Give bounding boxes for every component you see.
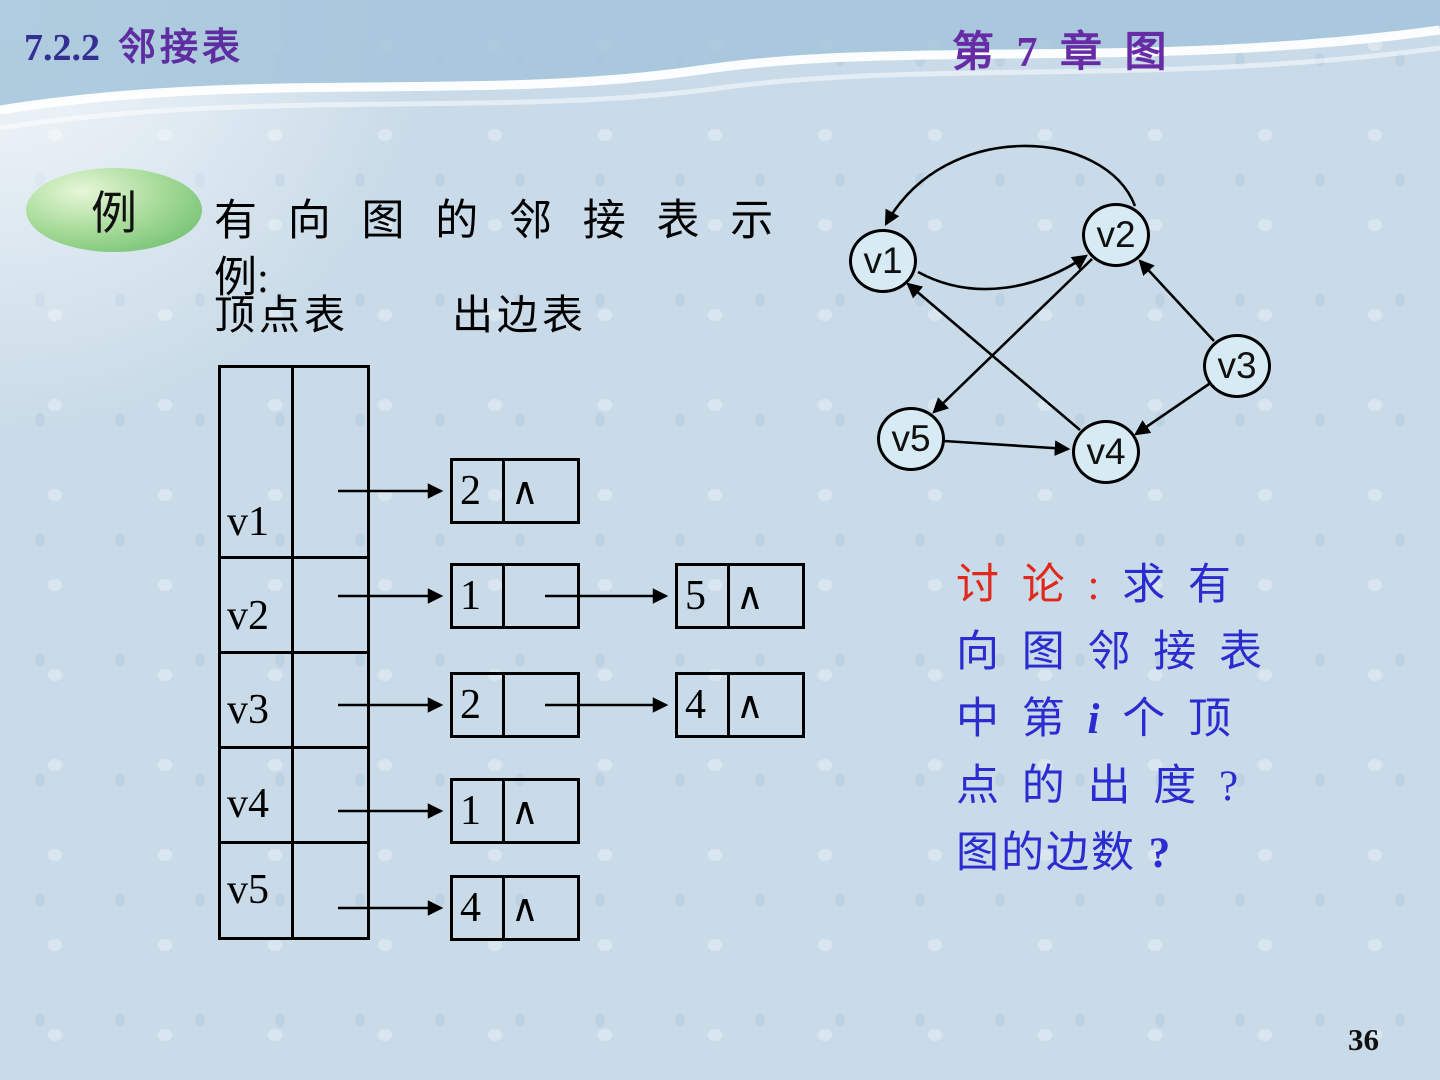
discussion-line-2: 向 图 邻 接 表 <box>956 629 1268 676</box>
null-pointer-cell: ∧ <box>736 574 764 618</box>
vertex-table-label: 顶点表 <box>214 292 349 338</box>
example-heading-line2: 例: <box>214 255 269 302</box>
graph-edge-v4-v1 <box>906 282 1081 431</box>
edge-node-v3-2: 4 ∧ <box>675 672 805 738</box>
discussion-line-5: 图的边数 ? <box>956 830 1173 877</box>
graph-edge-v3-v2 <box>1138 259 1215 342</box>
vertex-table-row-divider <box>221 556 367 559</box>
adjvex-cell: 2 <box>453 461 505 521</box>
adjvex-cell: 2 <box>453 675 505 735</box>
adjvex-cell: 4 <box>453 878 505 938</box>
null-pointer-cell: ∧ <box>736 683 764 727</box>
section-title: 7.2.2 邻接表 <box>24 16 244 71</box>
example-heading-line1: 有 向 图 的 邻 接 表 示 <box>214 198 784 245</box>
discussion-text: 讨 论 : 求 有 向 图 邻 接 表 中 第 i 个 顶 点 的 出 度 ? … <box>956 552 1308 887</box>
example-badge: 例 <box>26 168 202 252</box>
vertex-table: v1 v2 v3 v4 v5 <box>218 365 370 940</box>
next-pointer-cell <box>505 566 577 626</box>
section-number: 7.2.2 <box>24 27 100 69</box>
graph-edge-v5-v4 <box>943 439 1071 456</box>
adjvex-cell: 1 <box>453 781 505 841</box>
vertex-table-row-divider <box>221 746 367 749</box>
vertex-label-v3: v3 <box>227 687 269 733</box>
graph-node-v3: v3 <box>1203 334 1271 398</box>
page-number: 36 <box>1348 1022 1379 1057</box>
variable-i: i <box>1087 696 1106 743</box>
vertex-label-v5: v5 <box>227 867 269 913</box>
vertex-label-v2: v2 <box>227 593 269 639</box>
graph-edge-v1-v2 <box>917 254 1088 291</box>
edge-node-v1-1: 2 ∧ <box>450 458 580 524</box>
edge-node-v5-1: 4 ∧ <box>450 875 580 941</box>
adjvex-cell: 5 <box>678 566 730 626</box>
null-pointer-cell: ∧ <box>511 789 539 833</box>
graph-node-v5: v5 <box>877 407 945 471</box>
adjvex-cell: 4 <box>678 675 730 735</box>
vertex-label-v4: v4 <box>227 781 269 827</box>
graph-node-v1: v1 <box>849 229 917 293</box>
edge-node-v2-1: 1 <box>450 563 580 629</box>
graph-edge-v3-v4 <box>1134 382 1210 436</box>
chapter-title: 第 7 章 图 <box>952 30 1173 76</box>
discussion-lead: 讨 论 : <box>956 562 1106 609</box>
discussion-line-3: 中 第 i 个 顶 <box>956 696 1237 743</box>
header-wave-decoration <box>0 0 1440 131</box>
next-pointer-cell <box>505 675 577 735</box>
adjvex-cell: 1 <box>453 566 505 626</box>
null-pointer-cell: ∧ <box>511 469 539 513</box>
edge-node-v4-1: 1 ∧ <box>450 778 580 844</box>
graph-edge-v2-v5 <box>932 258 1093 414</box>
vertex-table-row-divider <box>221 841 367 844</box>
graph-node-v2: v2 <box>1082 203 1150 267</box>
vertex-label-v1: v1 <box>227 499 269 545</box>
section-name: 邻接表 <box>118 27 245 69</box>
null-pointer-cell: ∧ <box>511 886 539 930</box>
edge-table-label: 出边表 <box>452 292 587 338</box>
edge-node-v3-1: 2 <box>450 672 580 738</box>
graph-node-v4: v4 <box>1072 420 1140 484</box>
vertex-table-row-divider <box>221 651 367 654</box>
discussion-line-4: 点 的 出 度 ? <box>956 763 1245 810</box>
edge-node-v2-2: 5 ∧ <box>675 563 805 629</box>
discussion-line-1: 讨 论 : 求 有 <box>956 562 1237 609</box>
